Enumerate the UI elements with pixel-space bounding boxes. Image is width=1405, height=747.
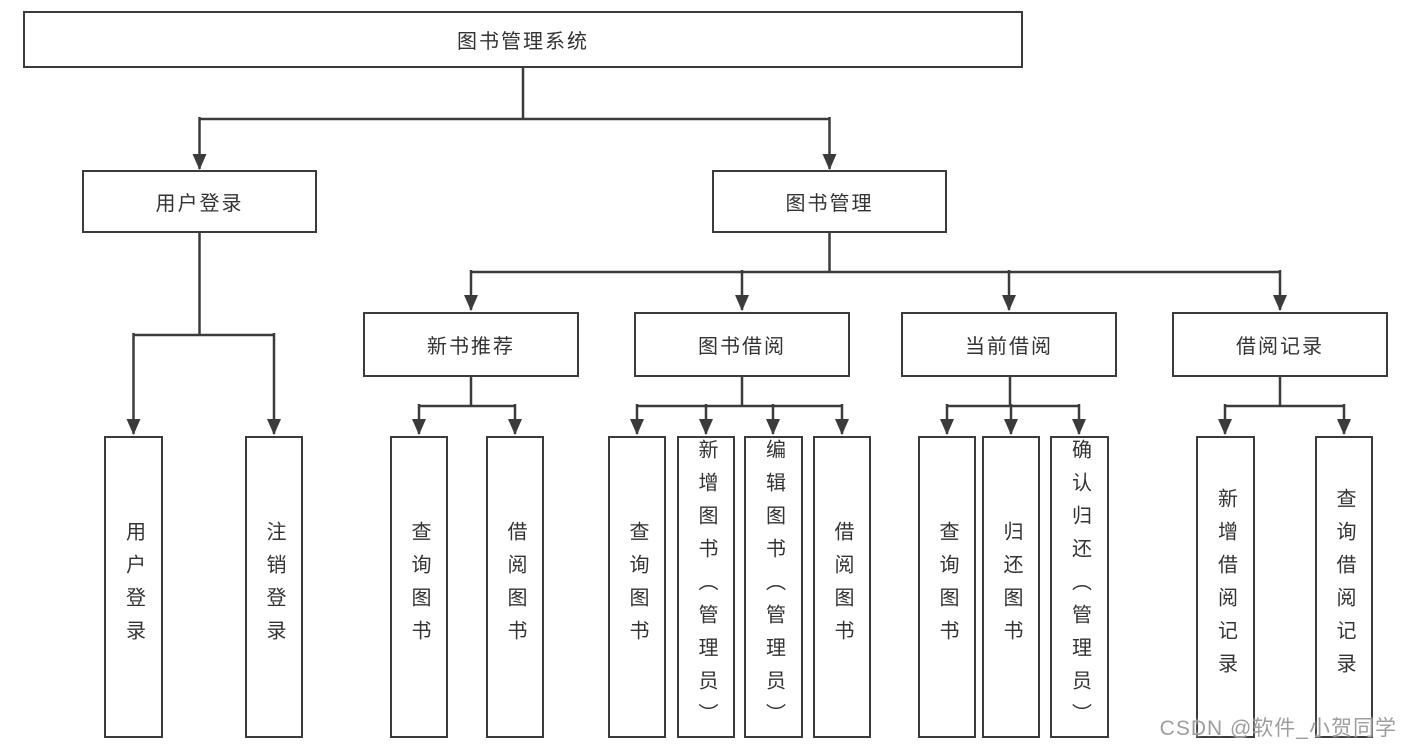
leaf-logout: 注销登录 [245,436,303,738]
leaf-user-login: 用户登录 [104,436,163,738]
node-new-book-recommend: 新书推荐 [363,312,579,377]
leaf-nb-borrow-books-label: 借阅图书 [504,521,526,653]
leaf-cb-confirm-return-admin: 确认归还（管理员） [1050,436,1109,738]
leaf-nb-borrow-books: 借阅图书 [486,436,544,738]
leaf-br-add-record: 新增借阅记录 [1196,436,1255,738]
node-book-management-label: 图书管理 [785,193,874,215]
watermark: CSDN @软件_小贺同学 [1159,717,1397,740]
node-user-login: 用户登录 [82,170,317,233]
leaf-br-query-record: 查询借阅记录 [1315,436,1373,738]
leaf-bb-edit-books-admin: 编辑图书（管理员） [744,436,803,738]
leaf-bb-borrow-books: 借阅图书 [813,436,871,738]
leaf-cb-confirm-return-admin-label: 确认归还（管理员） [1068,438,1091,736]
node-book-borrow-label: 图书借阅 [698,336,786,358]
node-user-login-label: 用户登录 [155,193,244,215]
node-book-borrow: 图书借阅 [634,312,850,377]
leaf-nb-query-books: 查询图书 [390,436,448,738]
leaf-bb-add-books-admin: 新增图书（管理员） [677,436,735,738]
node-borrow-record: 借阅记录 [1172,312,1388,377]
leaf-cb-query-books: 查询图书 [918,436,976,738]
node-root: 图书管理系统 [23,11,1023,68]
leaf-br-query-record-label: 查询借阅记录 [1333,488,1355,686]
leaf-logout-label: 注销登录 [263,521,285,653]
node-borrow-record-label: 借阅记录 [1236,336,1324,358]
leaf-bb-edit-books-admin-label: 编辑图书（管理员） [762,438,785,736]
leaf-nb-query-books-label: 查询图书 [408,521,430,653]
leaf-br-add-record-label: 新增借阅记录 [1214,488,1237,686]
node-new-book-recommend-label: 新书推荐 [427,336,515,358]
leaf-cb-return-books: 归还图书 [982,436,1040,738]
leaf-user-login-label: 用户登录 [122,521,145,653]
node-root-label: 图书管理系统 [457,31,589,53]
node-current-borrow: 当前借阅 [901,312,1117,377]
leaf-bb-query-books: 查询图书 [608,436,666,738]
node-book-management: 图书管理 [712,170,947,233]
leaf-bb-borrow-books-label: 借阅图书 [831,521,853,653]
leaf-cb-query-books-label: 查询图书 [936,521,958,653]
node-current-borrow-label: 当前借阅 [965,336,1053,358]
leaf-cb-return-books-label: 归还图书 [1000,521,1022,653]
leaf-bb-query-books-label: 查询图书 [626,521,648,653]
leaf-bb-add-books-admin-label: 新增图书（管理员） [695,438,717,736]
